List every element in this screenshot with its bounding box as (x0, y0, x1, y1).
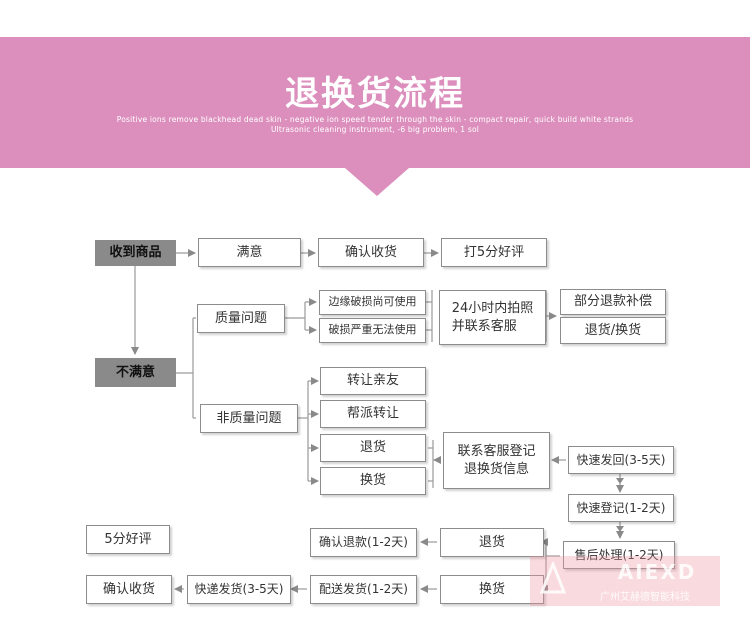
register-return-info-label: 联系客服登记 退换货信息 (457, 443, 536, 477)
confirm-receipt-bottom: 确认收货 (86, 575, 172, 604)
return-goods-label: 退货 (359, 440, 386, 456)
watermark-brand: AIEXD (617, 560, 697, 584)
after-sales-processing: 售后处理(1-2天) (563, 541, 675, 569)
express-shipping: 快递发货(3-5天) (187, 575, 291, 604)
exchange-bottom: 换货 (440, 575, 544, 604)
received-goods-label: 收到商品 (109, 245, 162, 261)
return-bottom-label: 退货 (478, 534, 505, 550)
quick-register-label: 快速登记(1-2天) (576, 500, 666, 515)
quality-issue: 质量问题 (197, 304, 285, 333)
exchange-bottom-label: 换货 (478, 581, 505, 597)
five-star-review-bottom: 5分好评 (86, 525, 170, 554)
return-exchange-label: 退货/换货 (584, 322, 642, 338)
page-title: 退换货流程 (285, 74, 465, 114)
unsatisfied-label: 不满意 (115, 364, 155, 380)
contact-within-24h: 24小时内拍照 并联系客服 (439, 290, 546, 345)
register-return-info: 联系客服登记 退换货信息 (443, 432, 550, 489)
satisfied: 满意 (198, 238, 301, 267)
watermark-logo-icon (540, 562, 566, 594)
five-star-review-top: 打5分好评 (441, 238, 547, 267)
delivery-shipping: 配送发货(1-2天) (310, 575, 417, 604)
confirm-receipt-top-label: 确认收货 (344, 244, 397, 260)
confirm-refund-label: 确认退款(1-2天) (319, 535, 408, 550)
watermark-background (530, 556, 720, 606)
transfer-friends-label: 转让亲友 (346, 373, 399, 389)
return-bottom: 退货 (440, 528, 544, 557)
return-exchange: 退货/换货 (560, 317, 666, 344)
partial-refund-label: 部分退款补偿 (573, 294, 652, 310)
unsatisfied: 不满意 (95, 358, 176, 387)
express-return: 快速发回(3-5天) (568, 446, 674, 474)
satisfied-label: 满意 (236, 244, 263, 260)
express-return-label: 快速发回(3-5天) (576, 452, 666, 467)
partial-refund: 部分退款补偿 (560, 289, 666, 315)
five-star-review-top-label: 打5分好评 (463, 244, 525, 260)
confirm-refund: 确认退款(1-2天) (310, 528, 417, 557)
exchange-goods: 换货 (320, 467, 426, 495)
severe-damage-label: 破损严重无法使用 (328, 323, 417, 337)
return-goods: 退货 (320, 434, 426, 462)
subtitle-line-2: Ultrasonic cleaning instrument, -6 big p… (270, 125, 480, 134)
five-star-review-bottom-label: 5分好评 (104, 531, 152, 547)
help-transfer: 帮派转让 (320, 400, 426, 428)
subtitle-line-1: Positive ions remove blackhead dead skin… (116, 115, 634, 124)
header-banner (0, 37, 750, 168)
edge-damage: 边缘破损尚可使用 (319, 290, 426, 315)
confirm-receipt-bottom-label: 确认收货 (102, 581, 155, 597)
watermark-company: 广州艾赫德智能科技 (600, 592, 690, 603)
confirm-receipt-top: 确认收货 (318, 238, 424, 267)
edge-damage-label: 边缘破损尚可使用 (328, 295, 417, 309)
exchange-goods-label: 换货 (359, 473, 386, 489)
delivery-shipping-label: 配送发货(1-2天) (319, 582, 408, 597)
non-quality-issue: 非质量问题 (200, 404, 298, 433)
non-quality-issue-label: 非质量问题 (216, 410, 282, 426)
after-sales-processing-label: 售后处理(1-2天) (574, 547, 664, 562)
banner-notch (345, 168, 409, 196)
express-shipping-label: 快递发货(3-5天) (194, 582, 284, 597)
received-goods: 收到商品 (95, 240, 176, 266)
help-transfer-label: 帮派转让 (346, 406, 399, 422)
transfer-friends: 转让亲友 (320, 367, 426, 395)
contact-within-24h-label: 24小时内拍照 并联系客服 (451, 300, 534, 334)
quality-issue-label: 质量问题 (214, 310, 267, 326)
quick-register: 快速登记(1-2天) (568, 494, 674, 522)
severe-damage: 破损严重无法使用 (319, 318, 426, 343)
